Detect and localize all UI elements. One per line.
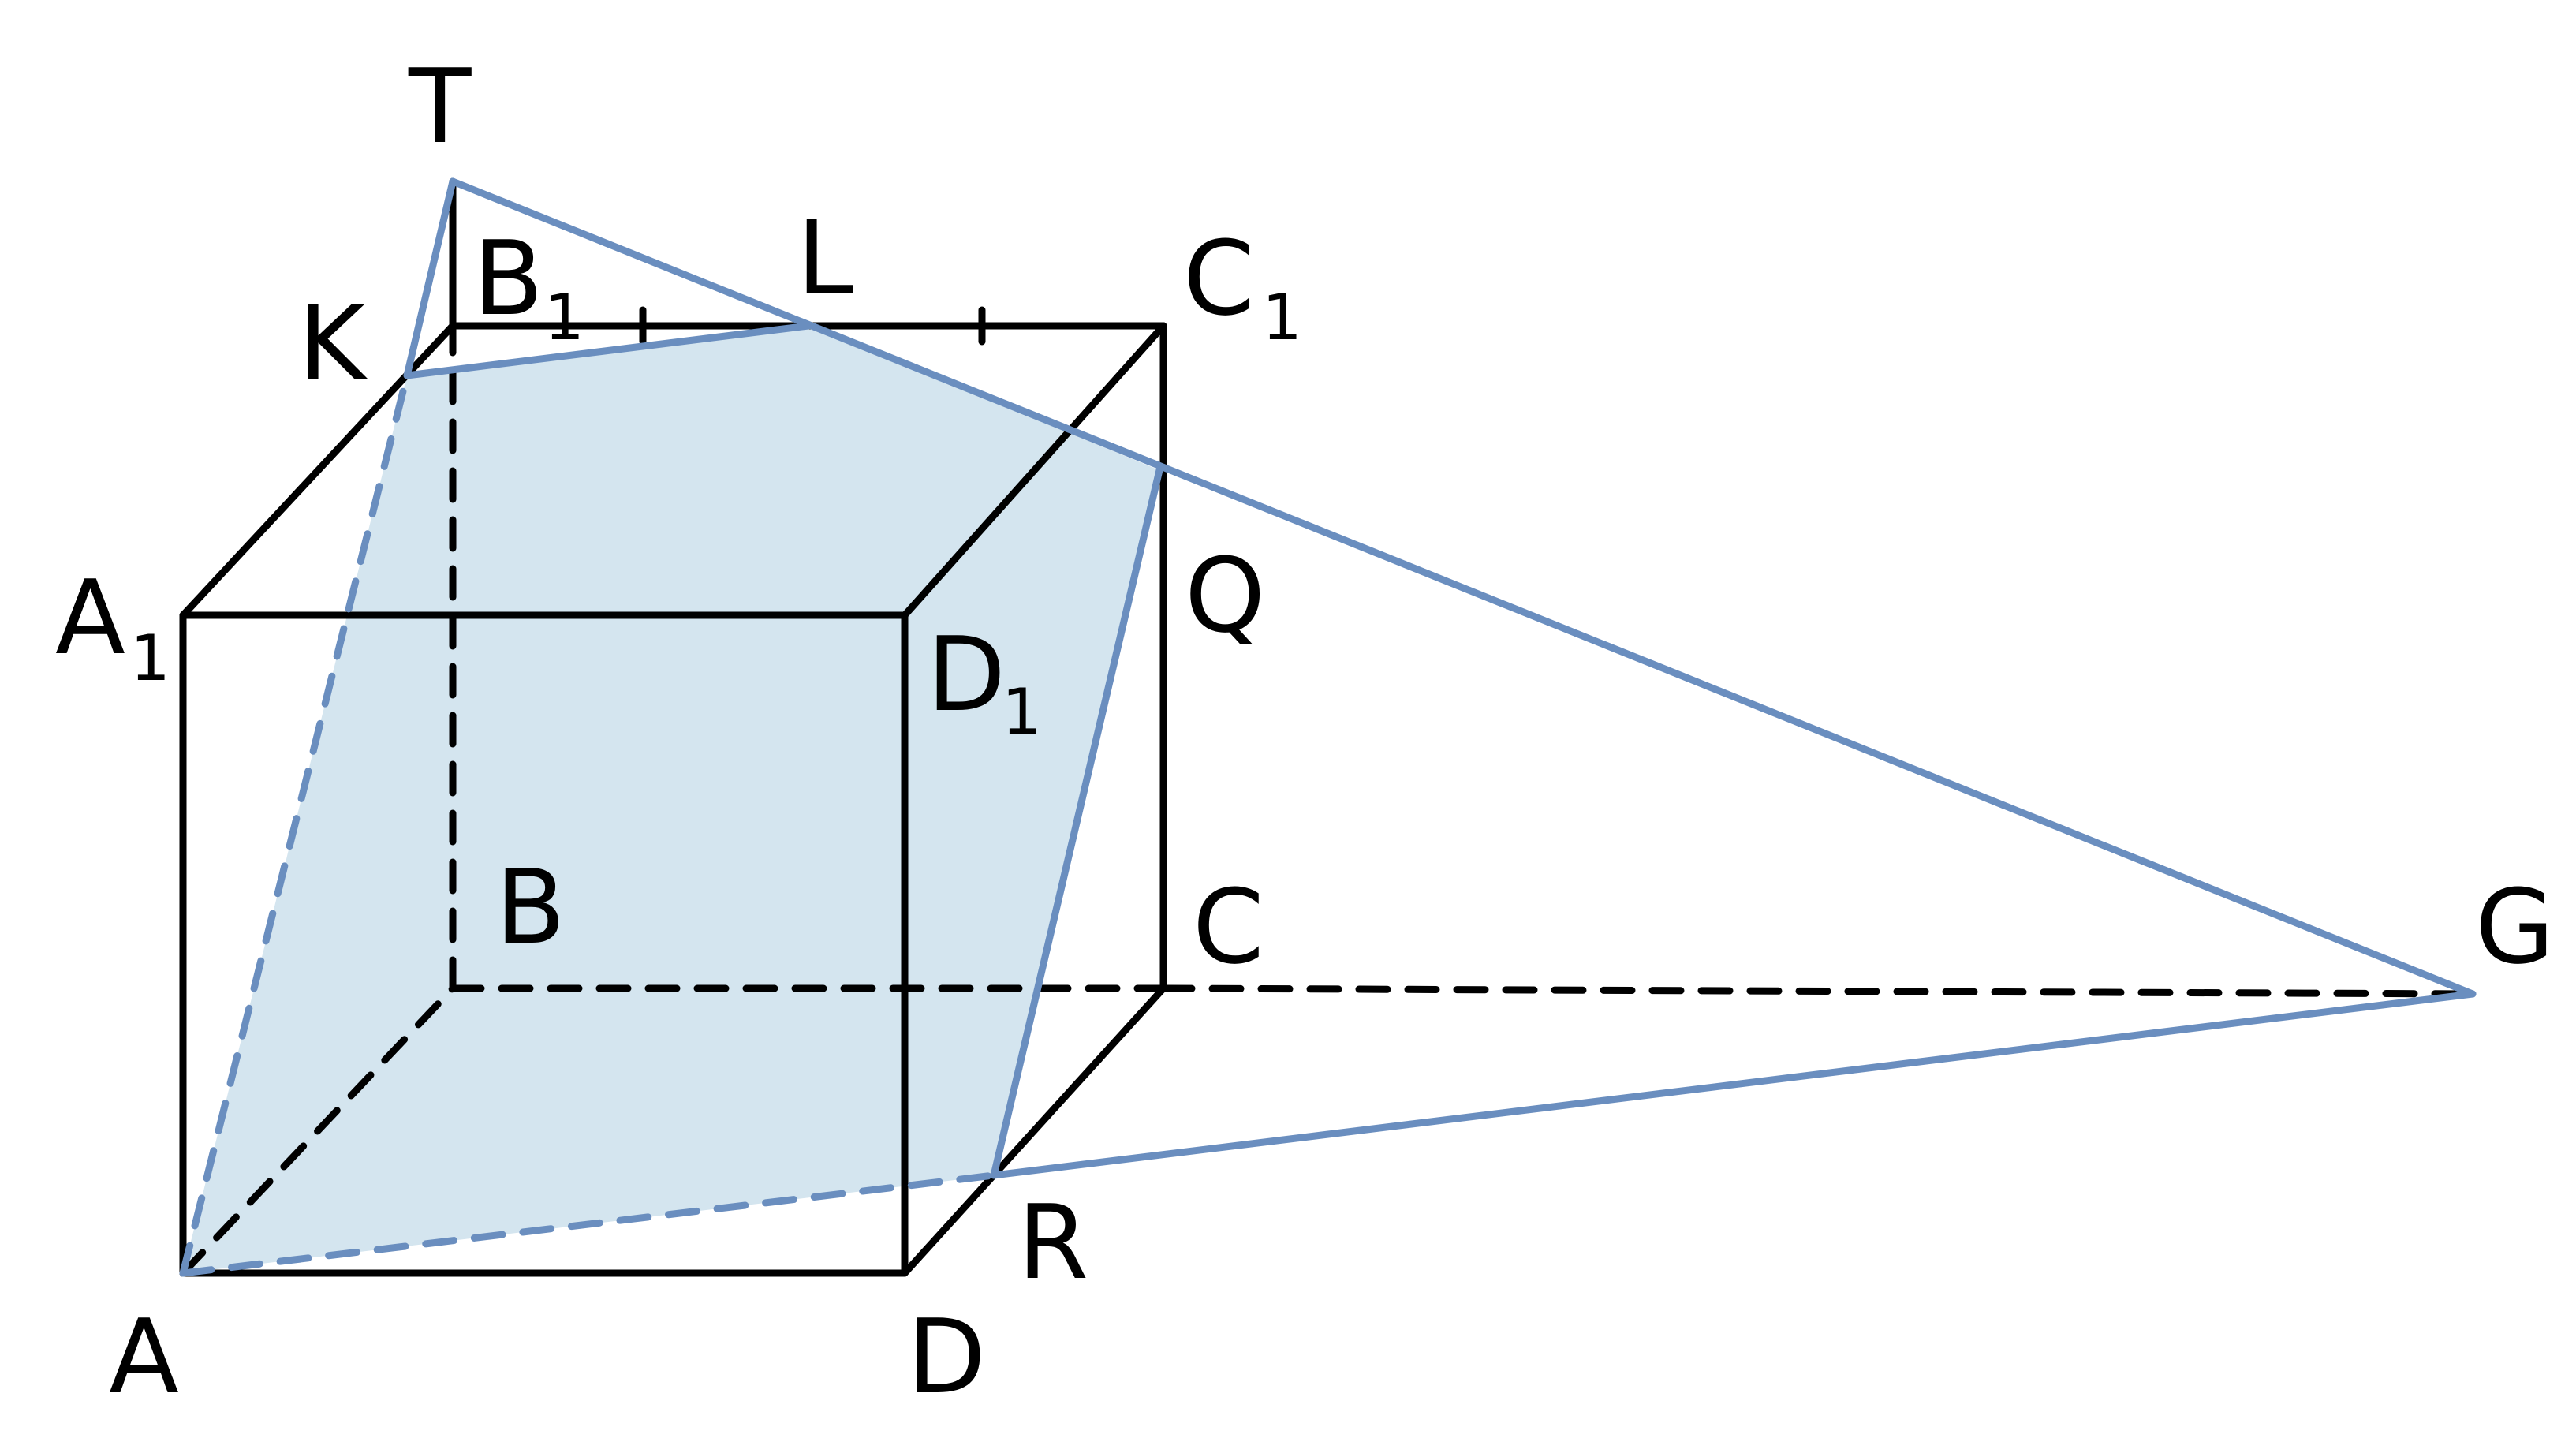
label-C: C xyxy=(1193,867,1264,987)
line-R-G xyxy=(990,990,2477,1179)
label-C1-sub: 1 xyxy=(1262,281,1302,354)
label-D1-sub: 1 xyxy=(1002,675,1042,749)
edge-D1-C1 xyxy=(901,322,1167,619)
label-B1-sub: 1 xyxy=(544,281,584,354)
label-K: K xyxy=(298,283,368,403)
label-A: A xyxy=(109,1297,179,1417)
edge-D-C xyxy=(901,984,1167,1277)
line-C-G xyxy=(1159,984,2477,998)
section-lines-hidden xyxy=(179,372,998,1277)
hidden-edges xyxy=(179,322,2477,1277)
label-T: T xyxy=(408,47,472,166)
edge-A-B xyxy=(179,984,457,1277)
label-A1: A xyxy=(55,558,125,678)
label-A1-sub: 1 xyxy=(130,622,170,695)
label-R: R xyxy=(1017,1182,1088,1302)
label-C1: C xyxy=(1183,219,1255,338)
label-B1: B xyxy=(473,219,543,338)
line-T-K xyxy=(403,177,457,379)
label-D: D xyxy=(907,1297,986,1417)
section-fill xyxy=(183,326,1159,1273)
label-B: B xyxy=(495,847,566,967)
line-K-L xyxy=(403,322,812,379)
section-lines xyxy=(403,177,2477,1179)
label-L: L xyxy=(797,198,853,318)
label-Q: Q xyxy=(1185,536,1265,656)
line-A-R xyxy=(179,1171,998,1277)
line-Q-R xyxy=(990,466,1163,1179)
visible-edges xyxy=(179,177,1167,1277)
label-D1: D xyxy=(927,614,1006,734)
line-T-G xyxy=(449,177,2477,998)
label-G: G xyxy=(2475,867,2555,987)
line-A-K xyxy=(179,372,411,1277)
